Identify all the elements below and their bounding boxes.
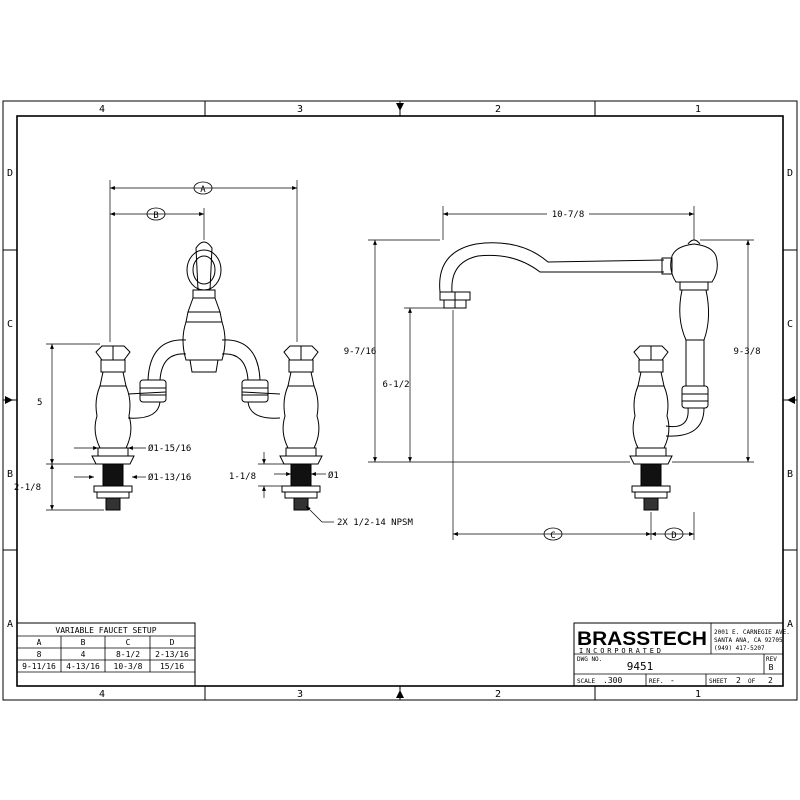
dim-dia-flange-label: Ø1-13/16 [148,472,191,483]
col-label-2: 2 [495,104,501,115]
dim-shank-len-label: 1-1/8 [229,472,256,482]
dim-a-label: A [200,185,206,195]
thread-note: 2X 1/2-14 NPSM [337,518,413,528]
dwg-no-value: 9451 [627,660,654,673]
scale-label: SCALE [577,678,595,685]
dim-b-label: B [153,211,158,221]
col-label-2-bottom: 2 [495,689,501,700]
sheet-of-label: OF [748,678,756,685]
setup-header-a: A [37,638,42,647]
col-label-3-bottom: 3 [297,689,303,700]
setup-cell-r1-d: 2-13/16 [155,650,189,659]
dim-dia-shank-label: Ø1 [328,470,339,481]
dim-spout-outlet-label: 6-1/2 [382,380,409,390]
col-label-3: 3 [297,104,303,115]
dwg-no-label: DWG NO. [577,656,602,663]
setup-table-title: VARIABLE FAUCET SETUP [55,626,156,635]
side-view-faucet [439,239,718,511]
setup-cell-r2-d: 15/16 [160,662,184,671]
company-address-2: SANTA ANA, CA 92705 [714,637,783,644]
company-name: BRASSTECH [577,629,707,650]
drawing-border [2,100,798,701]
setup-cell-r2-a: 9-11/16 [22,662,56,671]
col-label-4-bottom: 4 [99,689,105,700]
dim-overall-height-label: 9-3/8 [733,347,760,357]
row-label-c-right: C [787,319,793,330]
dim-dia-body-label: Ø1-15/16 [148,443,191,454]
front-view-faucet [91,241,323,511]
col-label-4: 4 [99,104,105,115]
dim-c-label: C [550,531,555,541]
row-label-b-right: B [787,469,793,480]
setup-header-c: C [126,638,131,647]
setup-header-d: D [170,638,175,647]
dim-d-label: D [671,531,676,541]
setup-cell-r1-b: 4 [81,650,86,659]
row-label-b: B [7,469,13,480]
sheet-value: 2 [736,676,741,685]
rev-value: B [769,663,774,672]
dim-spout-height-label: 9-7/16 [344,347,377,357]
setup-cell-r2-b: 4-13/16 [66,662,100,671]
front-view-dimensions: A B 5 2-1/8 Ø1-15/16 Ø1-13/16 1-1/8 Ø1 [14,180,413,528]
rev-label: REV [766,656,777,663]
setup-cell-r1-c: 8-1/2 [116,650,140,659]
col-label-1-bottom: 1 [695,689,701,700]
row-label-a: A [7,619,13,630]
sheet-total-value: 2 [768,676,773,685]
company-address-1: 2001 E. CARNEGIE AVE. [714,629,790,636]
row-label-c: C [7,319,13,330]
ref-label: REF. [649,678,663,685]
setup-header-b: B [81,638,86,647]
row-label-a-right: A [787,619,793,630]
setup-cell-r2-c: 10-3/8 [114,662,143,671]
row-label-d-right: D [787,168,793,179]
title-block: BRASSTECH INCORPORATED 2001 E. CARNEGIE … [573,622,790,687]
sheet-label: SHEET [709,678,727,685]
side-view-dimensions: 10-7/8 9-7/16 6-1/2 9-3/8 C D [344,206,761,541]
col-label-1: 1 [695,104,701,115]
border-row-labels: D C B A D C B A [7,168,793,630]
dim-shank-label: 2-1/8 [14,483,41,493]
setup-cell-r1-a: 8 [37,650,42,659]
company-phone: (949) 417-5207 [714,645,765,652]
row-label-d: D [7,168,13,179]
ref-value: - [670,676,675,685]
dim-reach-label: 10-7/8 [552,210,585,220]
dim-height-label: 5 [37,398,42,408]
border-column-labels: 4 3 2 1 4 3 2 1 [99,104,701,700]
scale-value: .300 [603,676,622,685]
setup-table: VARIABLE FAUCET SETUP A B C D 8 4 8-1/2 … [16,622,196,687]
